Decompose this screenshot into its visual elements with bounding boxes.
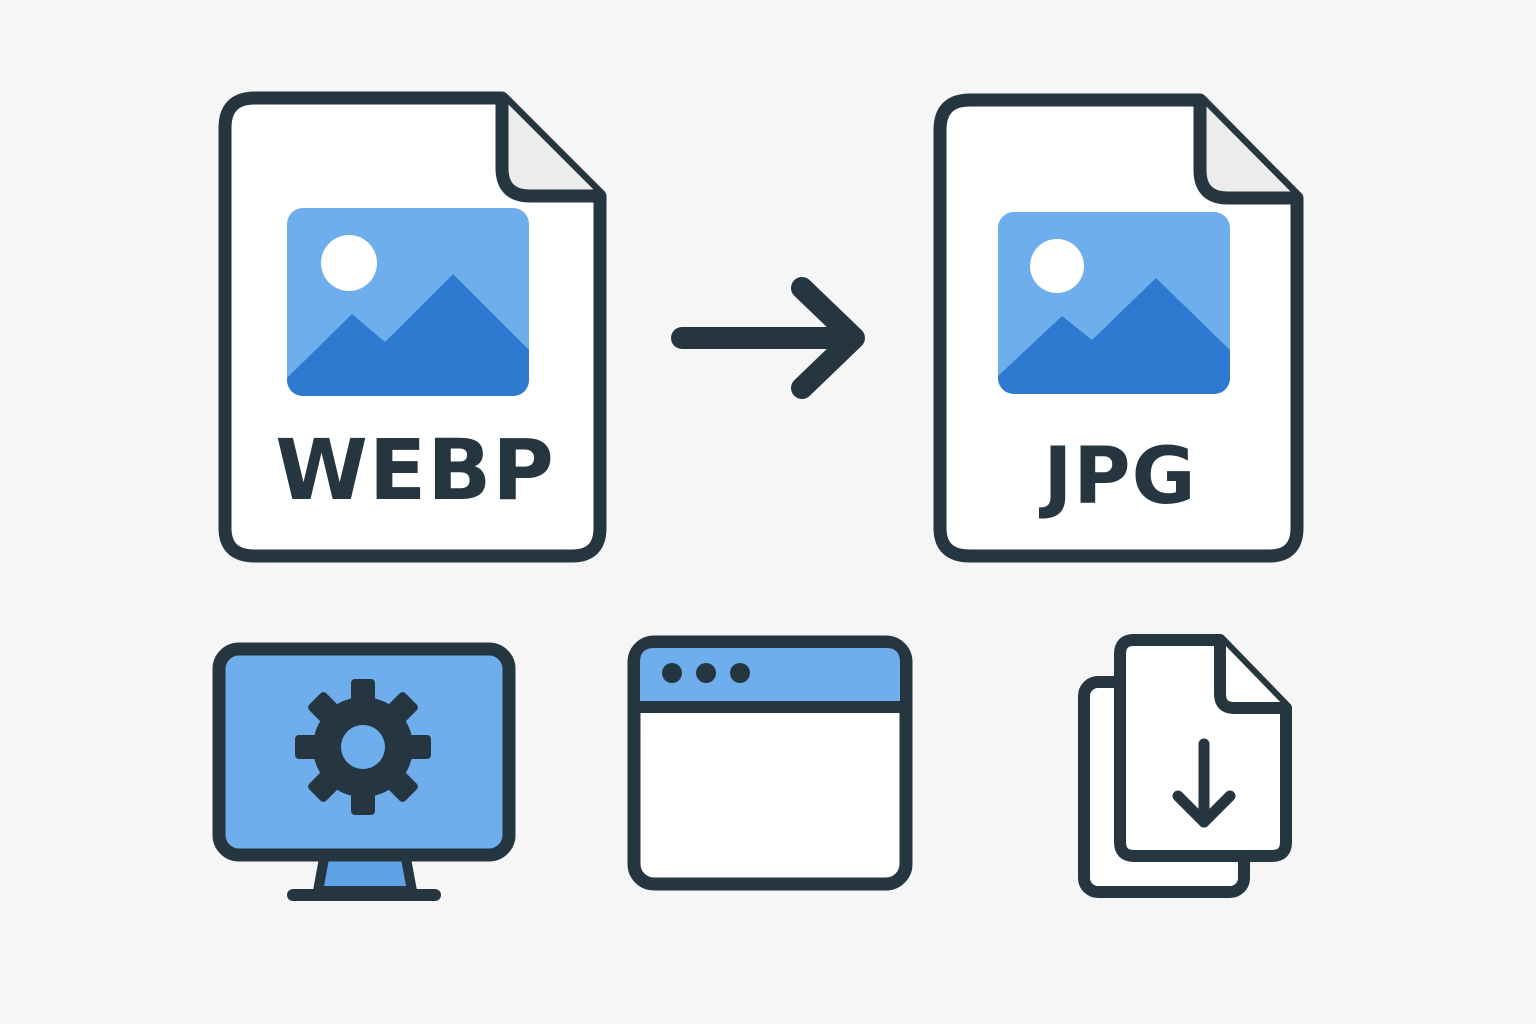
source-format-label: WEBP [275,421,555,519]
source-file-icon: WEBP [210,88,620,568]
download-arrow-icon [1172,738,1236,828]
target-format-label: JPG [1043,432,1197,522]
image-placeholder-icon [998,212,1230,394]
browser-window-icon [620,628,920,898]
file-download-icon [1070,630,1310,910]
arrow-right-icon [670,270,870,400]
image-placeholder-icon [287,208,529,396]
gear-icon [295,679,431,815]
target-file-icon: JPG [925,88,1315,568]
monitor-settings-icon [205,635,525,915]
